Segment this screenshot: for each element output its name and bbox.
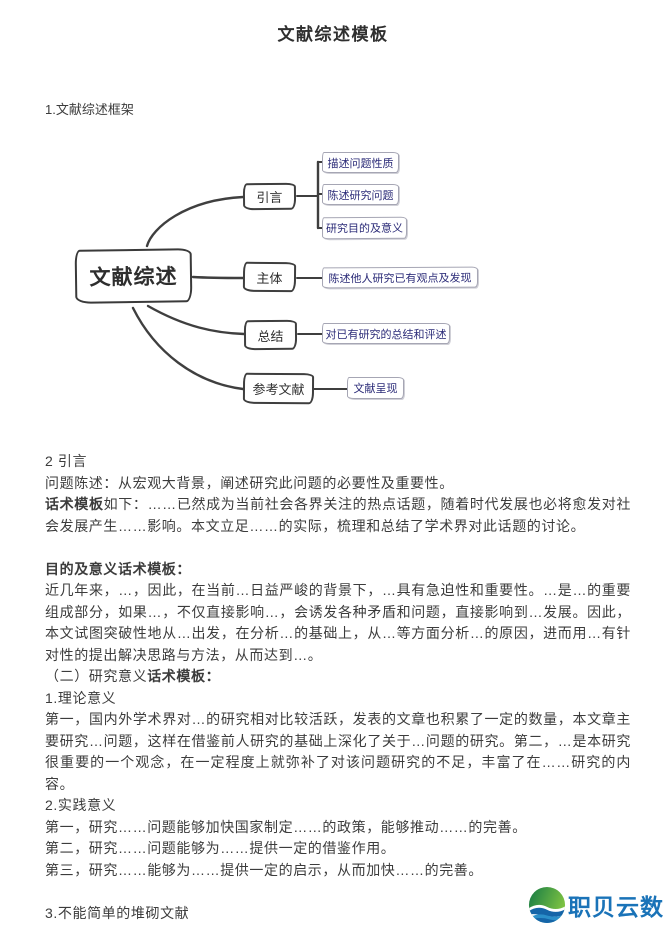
branch-node-introduction: 引言 [242,182,297,211]
brand-logo-text: 职贝云数 [568,894,664,920]
meaning-heading-bold: 话术模板： [147,668,221,684]
practice-line-1: 第一，研究……问题能够加快国家制定……的政策，能够推动……的完善。 [45,818,527,835]
theory-paragraph: 第一，国内外学术界对…的研究相对比较活跃，发表的文章也积累了一定的数量，本文章主… [45,711,631,792]
theory-heading: 1.理论意义 [45,689,117,706]
child-node-others-findings: 陈述他人研究已有观点及发现 [321,266,479,289]
branch-node-references: 参考文献 [242,372,315,405]
child-node-problem-nature: 描述问题性质 [322,152,399,173]
template-rest: 如下：……已然成为当前社会各界关注的热点话题，随着时代发展也必将愈发对社会发展产… [45,496,631,534]
purpose-paragraph: 近几年来，…，因此，在当前…日益严峻的背景下，…具有急迫性和重要性。…是…的重要… [45,582,631,663]
child-node-research-question: 陈述研究问题 [322,184,399,205]
literature-review-mindmap: 文献综述 引言 主体 总结 参考文献 描述问题性质 陈述研究问题 研究目的及意义… [0,0,666,430]
template-label: 话术模板 [45,496,104,512]
branch-node-body: 主体 [242,261,297,293]
page-title: 文献综述模板 [277,25,389,44]
meaning-heading: （二）研究意义话术模板： [45,666,631,688]
meaning-heading-prefix: （二）研究意义 [45,668,148,684]
mindmap-root-node: 文献综述 [74,248,193,304]
stack-heading: 3.不能简单的堆砌文献 [45,904,190,921]
brand-logo: 职贝云数 [528,886,664,924]
child-node-literature-list: 文献呈现 [347,377,404,399]
purpose-heading: 目的及意义话术模板： [45,560,191,577]
branch-node-summary: 总结 [243,319,298,351]
body-text-block: 2 引言 问题陈述：从宏观大背景，阐述研究此问题的必要性及重要性。 话术模板如下… [45,451,631,924]
intro-section-heading: 2 引言 [45,453,88,469]
problem-statement-line: 问题陈述：从宏观大背景，阐述研究此问题的必要性及重要性。 [45,474,454,491]
child-node-summary-review: 对已有研究的总结和评述 [322,323,450,344]
practice-line-2: 第二，研究……问题能够为……提供一定的借鉴作用。 [45,840,396,856]
practice-heading: 2.实践意义 [45,797,117,813]
child-node-purpose-meaning: 研究目的及意义 [321,216,408,240]
template-paragraph: 话术模板如下：……已然成为当前社会各界关注的热点话题，随着时代发展也必将愈发对社… [45,494,631,537]
spacer [45,537,631,559]
practice-line-3: 第三，研究……能够为……提供一定的启示，从而加快……的完善。 [45,861,483,878]
framework-heading: 1.文献综述框架 [45,102,134,117]
brand-logo-icon [528,886,566,924]
